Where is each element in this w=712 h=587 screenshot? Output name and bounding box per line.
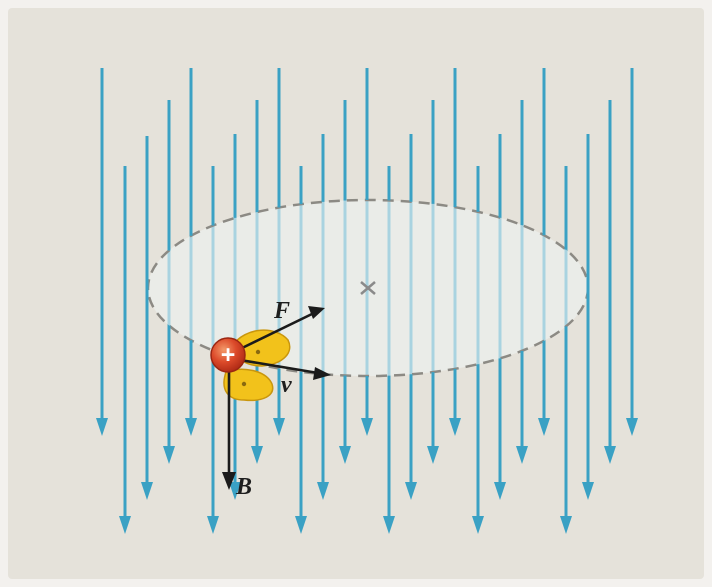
field-line-arrowhead (119, 516, 131, 534)
magnetic-field-lines-front (96, 68, 638, 534)
field-line-arrowhead (582, 482, 594, 500)
field-line-arrowhead (229, 482, 241, 500)
velocity-vector-v (239, 358, 331, 380)
field-line-arrowhead (317, 482, 329, 500)
force-label: F (273, 298, 290, 324)
field-vector-B (222, 356, 236, 490)
field-line-arrowhead (626, 418, 638, 436)
field-line-arrowhead (141, 482, 153, 500)
field-line-arrowhead (427, 446, 439, 464)
field-line-arrowhead (96, 418, 108, 436)
field-line-arrowhead (185, 418, 197, 436)
orbit-center-cross-icon (360, 281, 376, 295)
field-line-arrowhead (295, 516, 307, 534)
positive-charge-particle: + (210, 337, 246, 373)
field-line-arrowhead (604, 446, 616, 464)
field-line-arrowhead (383, 516, 395, 534)
field-line-arrowhead (516, 446, 528, 464)
field-line-arrowhead (449, 418, 461, 436)
torque-lobes (223, 329, 291, 402)
velocity-label: v (281, 372, 292, 398)
field-line-arrowhead (361, 418, 373, 436)
field-line-arrowhead (405, 482, 417, 500)
field-label: B (235, 474, 252, 500)
field-line-arrowhead (273, 418, 285, 436)
field-line-arrowhead (472, 516, 484, 534)
field-line-arrowhead (494, 482, 506, 500)
field-line-arrowhead (163, 446, 175, 464)
field-line-arrowhead (207, 516, 219, 534)
charge-sign: + (221, 341, 236, 369)
field-line-arrowhead (251, 446, 263, 464)
field-line-arrowhead (538, 418, 550, 436)
field-line-arrowhead (560, 516, 572, 534)
field-line-arrowhead (339, 446, 351, 464)
force-vector-F (237, 306, 325, 352)
